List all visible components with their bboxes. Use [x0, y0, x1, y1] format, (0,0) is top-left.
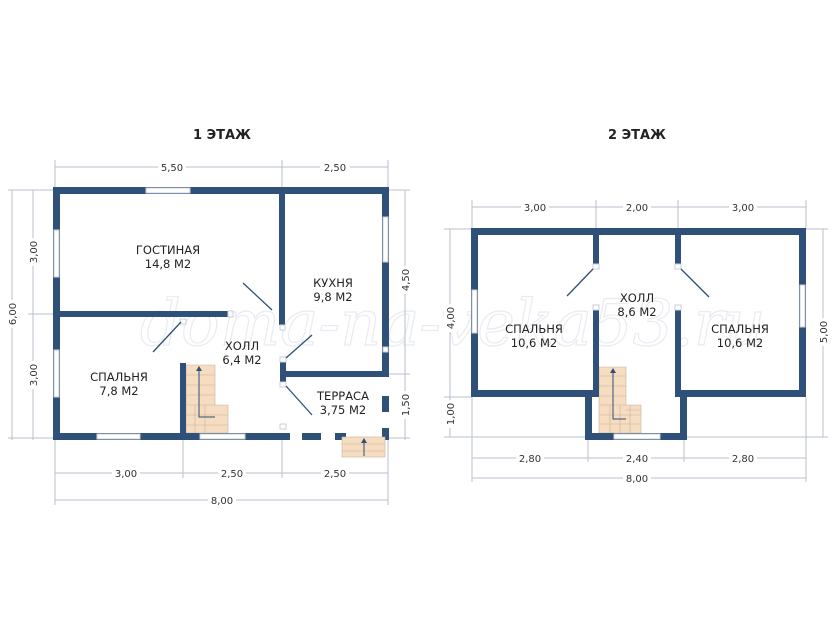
- dim-top-2: 2,50: [324, 163, 346, 174]
- room-name: КУХНЯ: [313, 276, 353, 290]
- dim-right-1: 4,50: [401, 269, 412, 291]
- floor-1-stairs: [185, 364, 229, 434]
- room-area: 14,8 М2: [145, 257, 192, 271]
- dim-bottom-3: 2,80: [732, 454, 754, 465]
- room-area: 6,4 М2: [222, 353, 261, 367]
- floor-2-doors: [566, 268, 710, 298]
- dim-top-3: 3,00: [732, 203, 754, 214]
- room-area: 10,6 М2: [717, 336, 764, 350]
- dim-top-2: 2,00: [626, 203, 648, 214]
- dim-left-2: 1,00: [446, 403, 457, 425]
- floor-1-doors: [152, 282, 313, 416]
- floor-1-walls: [53, 187, 389, 440]
- dim-right-2: 1,50: [401, 394, 412, 416]
- room-name: СПАЛЬНЯ: [505, 322, 563, 336]
- room-area: 9,8 М2: [313, 290, 352, 304]
- dim-bottom-1: 2,80: [519, 454, 541, 465]
- dim-bottom-1: 3,00: [115, 469, 137, 480]
- dim-left-2: 3,00: [29, 364, 40, 386]
- dim-left-1: 3,00: [29, 241, 40, 263]
- floor-2-dimensions: 3,00 2,00 3,00 2,80 2,40 2,80 8,00 4,00 …: [444, 200, 830, 485]
- floor-1-plan: 1 ЭТАЖ 5,50 2,50 3,00 2,50 2,50 8,00 3,0…: [6, 128, 412, 507]
- dim-left-1: 4,00: [446, 307, 457, 329]
- room-area: 3,75 М2: [320, 403, 367, 417]
- floor-2-stairs: [598, 366, 642, 434]
- dim-bottom-2: 2,50: [221, 469, 243, 480]
- dim-total: 8,00: [211, 496, 233, 507]
- floor-2-windows: [471, 284, 806, 440]
- room-area: 10,6 М2: [511, 336, 558, 350]
- room-name: ХОЛЛ: [620, 291, 654, 305]
- room-name: СПАЛЬНЯ: [711, 322, 769, 336]
- room-area: 8,6 М2: [617, 305, 656, 319]
- room-name: СПАЛЬНЯ: [90, 370, 148, 384]
- room-name: ГОСТИНАЯ: [136, 243, 200, 257]
- dim-left-total: 6,00: [8, 303, 19, 325]
- dim-right-total: 5,00: [819, 321, 830, 343]
- dim-top-1: 5,50: [161, 163, 183, 174]
- dim-top-1: 3,00: [524, 203, 546, 214]
- dim-total: 8,00: [626, 474, 648, 485]
- room-name: ТЕРРАСА: [316, 389, 369, 403]
- dim-bottom-2: 2,40: [626, 454, 648, 465]
- room-name: ХОЛЛ: [225, 339, 259, 353]
- terrace-steps: [341, 436, 386, 458]
- dim-bottom-3: 2,50: [324, 469, 346, 480]
- floor-1-windows: [53, 187, 389, 440]
- room-area: 7,8 М2: [99, 384, 138, 398]
- floor-1-title: 1 ЭТАЖ: [193, 128, 251, 143]
- floor-1-dimensions: 5,50 2,50 3,00 2,50 2,50 8,00 3,00 3,00 …: [6, 160, 412, 507]
- floor-2-plan: 2 ЭТАЖ 3,00 2,00 3,00 2,80 2,40 2,80 8,0…: [444, 128, 830, 485]
- floor-2-title: 2 ЭТАЖ: [608, 128, 666, 143]
